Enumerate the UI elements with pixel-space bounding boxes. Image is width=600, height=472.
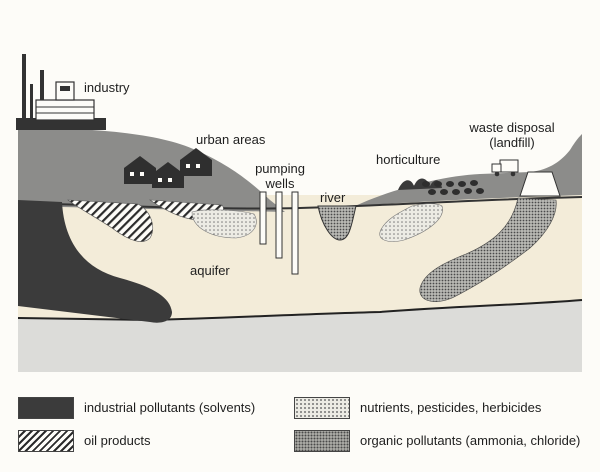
label-pumping-wells: pumping wells <box>255 161 305 191</box>
legend-label-nutrients: nutrients, pesticides, herbicides <box>360 400 542 415</box>
bedrock-layer <box>18 300 582 372</box>
legend-label-oil: oil products <box>84 433 151 448</box>
pumping-wells <box>259 191 299 275</box>
label-aquifer: aquifer <box>190 263 230 278</box>
factory <box>16 54 106 130</box>
aquifer-base-line <box>17 299 583 322</box>
legend-label-organic: organic pollutants (ammonia, chloride) <box>360 433 581 448</box>
urban-houses <box>124 148 212 188</box>
label-waste-disposal: waste disposal (landfill) <box>469 120 555 150</box>
legend-swatch-oil <box>18 430 74 452</box>
nutrient-plume-urban <box>191 209 257 239</box>
label-urban-areas: urban areas <box>196 132 266 147</box>
industrial-plume <box>18 200 172 323</box>
organic-plume <box>419 197 557 302</box>
oil-plume-1 <box>67 199 153 242</box>
label-horticulture: horticulture <box>376 152 441 167</box>
horticulture-crops <box>398 178 484 195</box>
legend-swatch-organic <box>294 430 350 452</box>
legend-label-industrial: industrial pollutants (solvents) <box>84 400 256 415</box>
label-river: river <box>320 190 346 205</box>
nutrient-plume-horticulture <box>379 203 443 242</box>
well-1 <box>259 191 267 245</box>
well-2 <box>275 191 283 259</box>
legend-swatch-industrial <box>18 397 74 419</box>
landfill-truck <box>491 159 519 177</box>
landfill-mound <box>519 171 561 197</box>
legend-swatch-nutrients <box>294 397 350 419</box>
river <box>317 205 357 241</box>
well-3 <box>291 191 299 275</box>
label-industry: industry <box>84 80 130 95</box>
